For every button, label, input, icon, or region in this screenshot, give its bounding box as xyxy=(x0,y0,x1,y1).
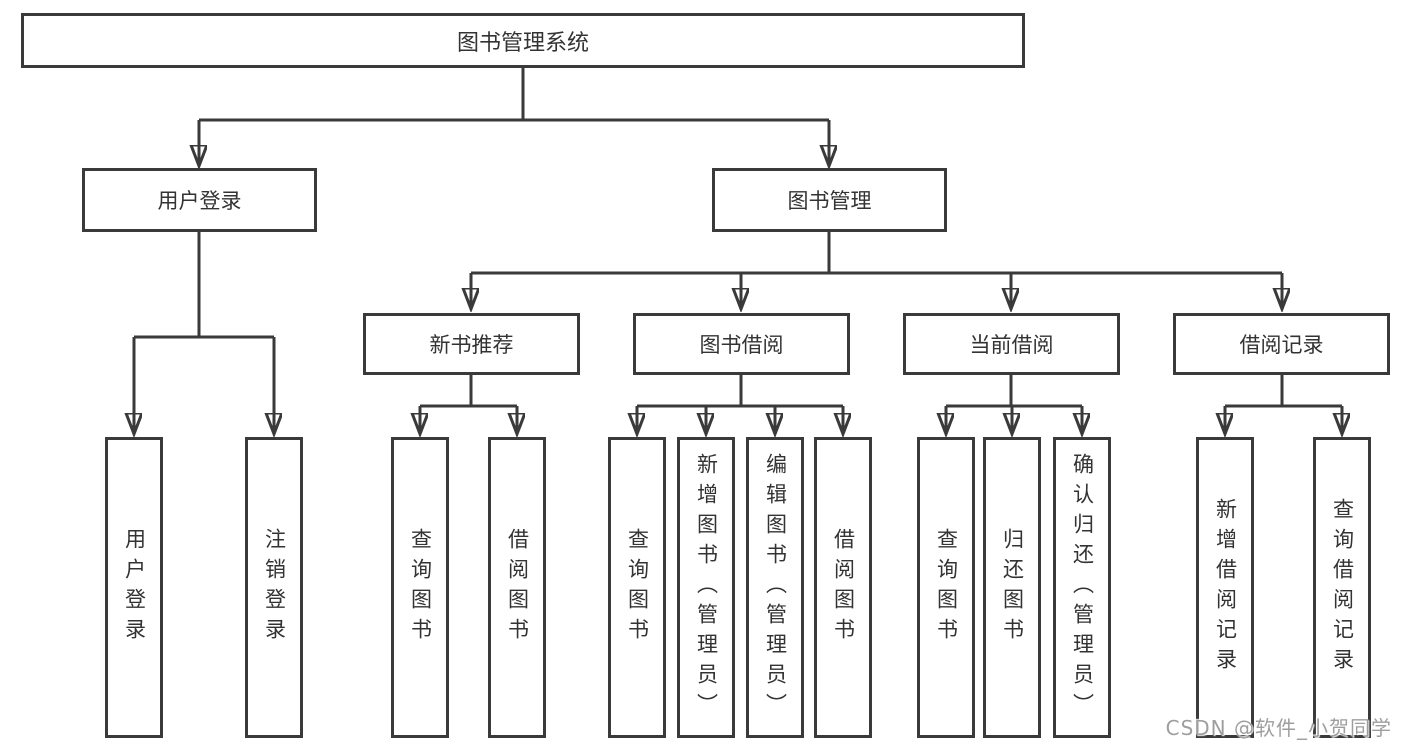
connector-borrowing-records-children xyxy=(1225,375,1342,433)
connector-user-login-children xyxy=(134,232,274,433)
leaf-confirm-return-admin: 确认归还（管理员） xyxy=(1053,437,1111,738)
node-library-management-system: 图书管理系统 xyxy=(21,13,1025,68)
leaf-query-books-recommend: 查询图书 xyxy=(391,437,449,738)
leaf-borrow-books-recommend: 借阅图书 xyxy=(488,437,546,738)
leaf-return-books: 归还图书 xyxy=(983,437,1041,738)
node-new-book-recommendation: 新书推荐 xyxy=(363,313,580,375)
leaf-query-books-current: 查询图书 xyxy=(917,437,975,738)
leaf-add-book-admin: 新增图书（管理员） xyxy=(677,437,735,738)
leaf-logout: 注销登录 xyxy=(245,437,303,738)
node-book-management: 图书管理 xyxy=(712,168,947,232)
node-borrowing-records: 借阅记录 xyxy=(1173,313,1390,375)
connector-current-borrowing-children xyxy=(946,375,1082,433)
leaf-query-borrow-record: 查询借阅记录 xyxy=(1313,437,1371,738)
connector-root-to-level2 xyxy=(199,68,829,165)
node-current-borrowing: 当前借阅 xyxy=(903,313,1120,375)
node-user-login: 用户登录 xyxy=(82,168,317,232)
csdn-watermark: CSDN @软件_小贺同学 xyxy=(1165,716,1392,740)
connector-new-book-children xyxy=(420,375,517,433)
leaf-edit-book-admin: 编辑图书（管理员） xyxy=(746,437,804,738)
leaf-borrow-books-borrowing: 借阅图书 xyxy=(814,437,872,738)
leaf-user-login: 用户登录 xyxy=(105,437,163,738)
connector-book-borrowing-children xyxy=(637,375,843,433)
leaf-add-borrow-record: 新增借阅记录 xyxy=(1196,437,1254,738)
connector-book-management-to-level3 xyxy=(471,232,1282,308)
leaf-query-books-borrowing: 查询图书 xyxy=(608,437,666,738)
node-book-borrowing: 图书借阅 xyxy=(633,313,850,375)
